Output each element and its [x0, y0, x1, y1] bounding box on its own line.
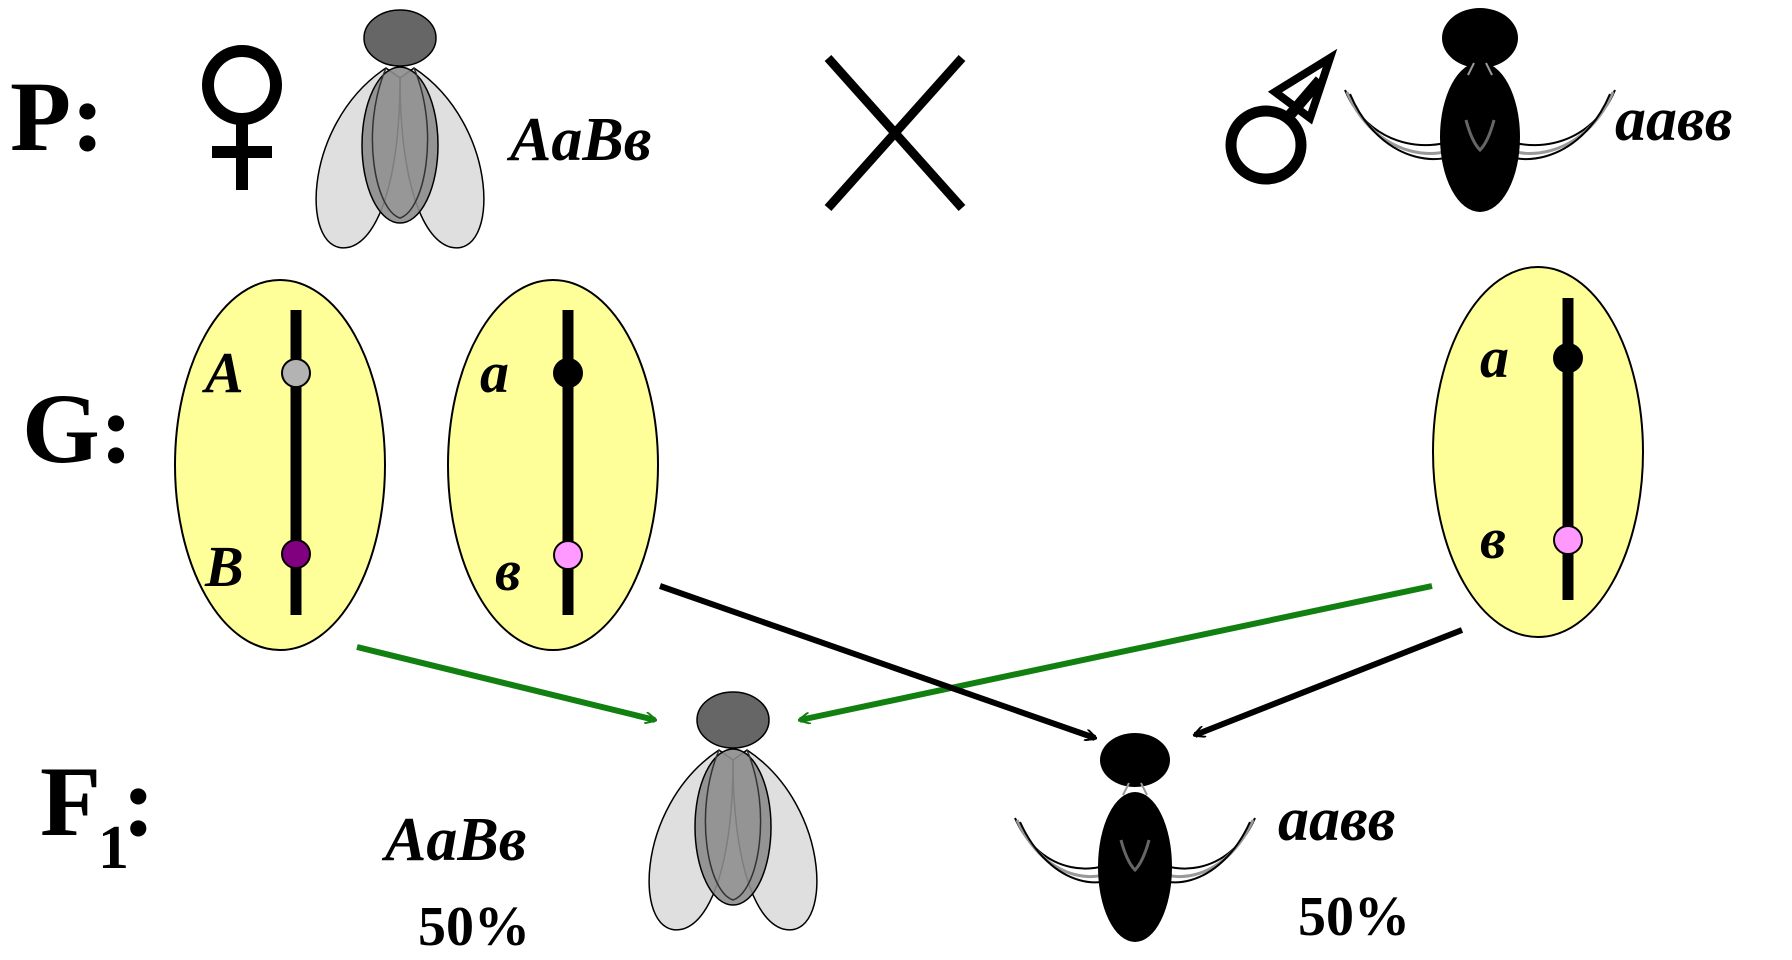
parent-female-fly-icon — [315, 9, 485, 249]
gamete-1-bottom-allele-marker — [281, 539, 311, 569]
gamete-3: а в — [1432, 266, 1644, 638]
female-symbol-icon — [202, 45, 282, 190]
gamete-2-top-allele-marker — [553, 358, 583, 388]
parent-female-genotype: AaBв — [506, 106, 651, 174]
arrow-gamete2-to-offspring2 — [659, 583, 1095, 738]
gamete-2-bottom-allele-marker — [553, 540, 583, 570]
offspring-2-percent: 50% — [1298, 886, 1410, 948]
gamete-1-top-allele-marker — [281, 358, 311, 388]
offspring-1-genotype: AaBв — [381, 806, 526, 874]
gamete-2-top-gene: а — [480, 340, 509, 405]
gamete-1-top-gene: A — [202, 340, 244, 405]
gamete-3-cell — [1432, 266, 1644, 638]
gamete-3-bottom-gene: в — [1480, 506, 1506, 571]
arrow-gamete3-to-offspring2 — [1195, 627, 1464, 735]
gamete-2-cell — [447, 279, 659, 651]
offspring-1-fly-icon — [648, 691, 818, 931]
male-symbol-icon — [1225, 48, 1338, 185]
parent-male-fly-icon — [1344, 8, 1616, 212]
offspring-2-fly-icon — [1014, 733, 1256, 942]
row-label-g: G: — [22, 373, 133, 484]
row-label-f1: F 1 : — [40, 746, 155, 882]
gamete-2-bottom-gene: в — [495, 538, 521, 603]
row-label-p: P: — [10, 61, 104, 172]
offspring-1-percent: 50% — [418, 896, 530, 958]
gamete-3-top-allele-marker — [1553, 343, 1583, 373]
gamete-2: а в — [447, 279, 659, 651]
gamete-3-top-gene: а — [1480, 325, 1509, 390]
gamete-1: A B — [174, 279, 386, 651]
svg-text:F: F — [40, 746, 101, 857]
gamete-1-cell — [174, 279, 386, 651]
arrow-gamete3-to-offspring1 — [800, 583, 1433, 720]
offspring-2-genotype: аавв — [1278, 786, 1395, 854]
parent-male-genotype: аавв — [1615, 86, 1732, 154]
cross-icon — [824, 55, 966, 211]
arrow-gamete1-to-offspring1 — [356, 644, 655, 720]
gamete-1-bottom-gene: B — [204, 534, 244, 599]
svg-text::: : — [122, 746, 155, 857]
svg-text:1: 1 — [98, 814, 129, 882]
gamete-3-bottom-allele-marker — [1553, 525, 1583, 555]
